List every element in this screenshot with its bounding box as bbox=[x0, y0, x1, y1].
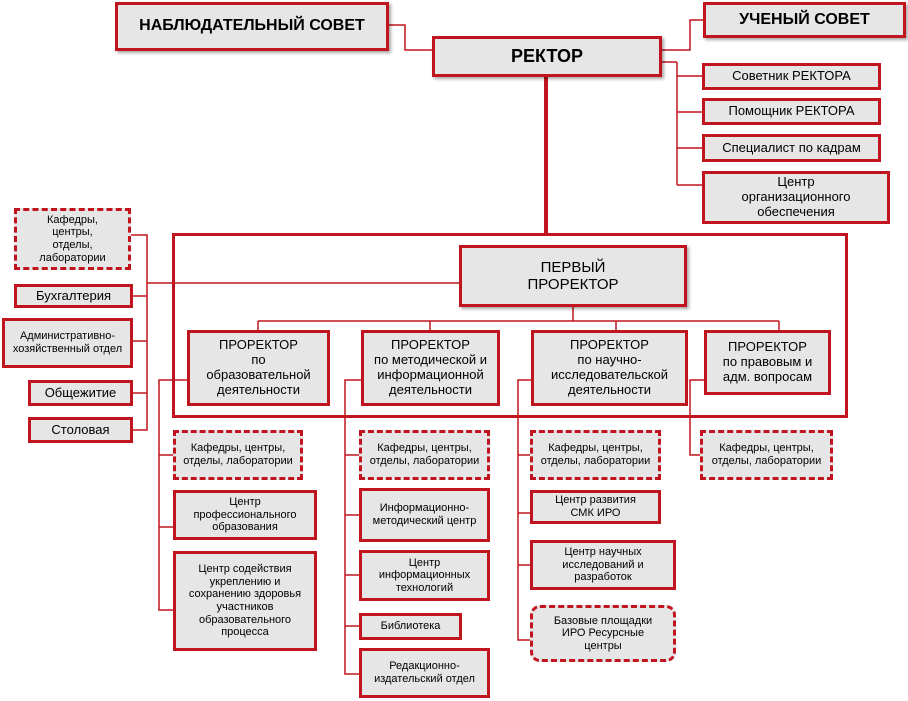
rector-advisor-box: Советник РЕКТОРА bbox=[702, 63, 881, 90]
col2-unit-label: Библиотека bbox=[380, 620, 441, 633]
col1-unit-label: Центр содействия укреплению и сохранению… bbox=[188, 563, 302, 639]
left-unit-label: Кафедры, центры, отделы, лаборатории bbox=[39, 213, 106, 264]
col2-departments-box: Кафедры, центры, отделы, лаборатории bbox=[359, 430, 490, 480]
rector-box: РЕКТОР bbox=[432, 36, 662, 77]
col1-departments-box: Кафедры, центры, отделы, лаборатории bbox=[173, 430, 303, 480]
library-box: Библиотека bbox=[359, 613, 462, 640]
rector-staff-label: Специалист по кадрам bbox=[722, 139, 861, 155]
col2-unit-label: Кафедры, центры, отделы, лаборатории bbox=[369, 442, 480, 467]
org-support-center-box: Центр организационного обеспечения bbox=[702, 171, 890, 224]
base-sites-resource-centers-box: Базовые площадки ИРО Ресурсные центры bbox=[530, 605, 676, 662]
it-center-box: Центр информационных технологий bbox=[359, 550, 490, 601]
accounting-box: Бухгалтерия bbox=[14, 284, 133, 308]
vice-rector-title: ПРОРЕКТОР bbox=[570, 337, 649, 353]
vice-rector-subtitle: по образовательной деятельности bbox=[206, 352, 311, 397]
research-development-center-box: Центр научных исследований и разработок bbox=[530, 540, 676, 590]
academic-council-label: УЧЕНЫЙ СОВЕТ bbox=[739, 10, 870, 28]
canteen-box: Столовая bbox=[28, 417, 133, 443]
vice-rectors-frame bbox=[172, 233, 848, 418]
left-unit-label: Бухгалтерия bbox=[35, 287, 112, 303]
health-support-center-box: Центр содействия укреплению и сохранению… bbox=[173, 551, 317, 651]
col1-unit-label: Кафедры, центры, отделы, лаборатории bbox=[183, 442, 293, 467]
vice-rector-education-box: ПРОРЕКТОР по образовательной деятельност… bbox=[187, 330, 330, 406]
info-methodology-center-box: Информационно-методический центр bbox=[359, 488, 490, 542]
rector-staff-label: Советник РЕКТОРА bbox=[732, 68, 851, 84]
supervisory-board-box: НАБЛЮДАТЕЛЬНЫЙ СОВЕТ bbox=[115, 2, 389, 51]
col4-unit-label: Кафедры, центры, отделы, лаборатории bbox=[711, 442, 822, 467]
col2-unit-label: Редакционно-издательский отдел bbox=[374, 660, 475, 685]
vice-rector-subtitle: по научно-исследовательской деятельности bbox=[550, 352, 669, 397]
col3-departments-box: Кафедры, центры, отделы, лаборатории bbox=[530, 430, 661, 480]
left-unit-label: Административно-хозяйственный отдел bbox=[12, 330, 123, 355]
qms-development-center-box: Центр развития СМК ИРО bbox=[530, 490, 661, 524]
first-vice-rector-box: ПЕРВЫЙ ПРОРЕКТОР bbox=[459, 245, 687, 307]
vice-rector-title: ПРОРЕКТОР bbox=[391, 337, 470, 353]
vice-rector-subtitle: по методической и информационной деятель… bbox=[374, 352, 487, 397]
rector-assistant-box: Помощник РЕКТОРА bbox=[702, 98, 881, 125]
vice-rector-title: ПРОРЕКТОР bbox=[219, 337, 298, 353]
academic-council-box: УЧЕНЫЙ СОВЕТ bbox=[703, 2, 906, 38]
col3-unit-label: Центр научных исследований и разработок bbox=[562, 546, 644, 584]
left-departments-box: Кафедры, центры, отделы, лаборатории bbox=[14, 208, 131, 270]
left-unit-label: Столовая bbox=[51, 421, 110, 437]
publishing-dept-box: Редакционно-издательский отдел bbox=[359, 648, 490, 698]
admin-household-dept-box: Административно-хозяйственный отдел bbox=[2, 318, 133, 368]
vice-rector-methodology-box: ПРОРЕКТОР по методической и информационн… bbox=[361, 330, 500, 406]
col3-unit-label: Базовые площадки ИРО Ресурсные центры bbox=[553, 614, 653, 652]
prof-education-center-box: Центр профессионального образования bbox=[173, 490, 317, 540]
vice-rector-research-box: ПРОРЕКТОР по научно-исследовательской де… bbox=[531, 330, 688, 406]
vice-rector-subtitle: по правовым и адм. вопросам bbox=[722, 354, 813, 384]
rector-staff-label: Центр организационного обеспечения bbox=[741, 174, 851, 219]
col4-departments-box: Кафедры, центры, отделы, лаборатории bbox=[700, 430, 833, 480]
col3-unit-label: Центр развития СМК ИРО bbox=[555, 494, 636, 519]
col1-unit-label: Центр профессионального образования bbox=[193, 496, 297, 534]
col2-unit-label: Информационно-методический центр bbox=[372, 502, 477, 527]
hr-specialist-box: Специалист по кадрам bbox=[702, 134, 881, 162]
rector-label: РЕКТОР bbox=[511, 46, 583, 67]
first-vice-rector-label: ПЕРВЫЙ ПРОРЕКТОР bbox=[527, 258, 619, 293]
dormitory-box: Общежитие bbox=[28, 380, 133, 406]
col2-unit-label: Центр информационных технологий bbox=[378, 556, 471, 594]
vice-rector-title: ПРОРЕКТОР bbox=[728, 339, 807, 355]
left-unit-label: Общежитие bbox=[44, 384, 117, 400]
vice-rector-legal-box: ПРОРЕКТОР по правовым и адм. вопросам bbox=[704, 330, 831, 395]
col3-unit-label: Кафедры, центры, отделы, лаборатории bbox=[540, 442, 651, 467]
supervisory-board-label: НАБЛЮДАТЕЛЬНЫЙ СОВЕТ bbox=[139, 17, 365, 35]
rector-staff-label: Помощник РЕКТОРА bbox=[728, 103, 855, 119]
